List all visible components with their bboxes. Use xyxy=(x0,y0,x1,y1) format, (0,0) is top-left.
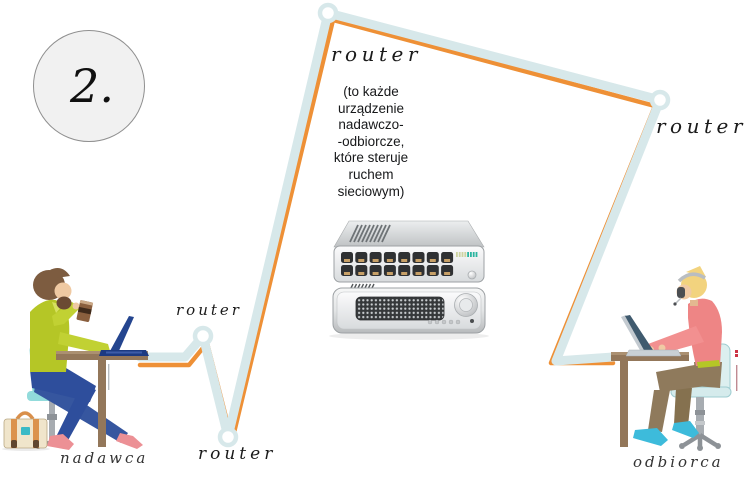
network-router-device xyxy=(332,287,486,334)
router-node-bottom xyxy=(217,426,239,448)
path-blue-line xyxy=(135,8,665,442)
network-path xyxy=(135,8,665,444)
receiver-head xyxy=(673,266,707,306)
router-node-top xyxy=(317,2,339,24)
headphones-icon xyxy=(677,272,706,283)
router-node-middle xyxy=(192,325,214,347)
router-status-dots xyxy=(427,319,461,325)
router-node-right xyxy=(649,89,671,111)
sender-laptop xyxy=(99,316,149,356)
receiver-body xyxy=(646,298,722,368)
router-nodes xyxy=(192,2,671,448)
sender-illustration xyxy=(2,268,149,451)
led-indicators xyxy=(456,252,478,257)
receiver-laptop xyxy=(621,315,682,357)
network-devices xyxy=(329,220,489,340)
router-grill xyxy=(355,296,445,321)
watermark-left xyxy=(108,364,110,390)
coffee-cup xyxy=(76,299,94,322)
network-switch xyxy=(333,220,485,289)
sender-head xyxy=(33,268,72,310)
receiver-illustration xyxy=(611,266,738,451)
receiver-legs xyxy=(633,362,722,446)
briefcase xyxy=(2,411,50,451)
watermark-right xyxy=(735,350,738,391)
